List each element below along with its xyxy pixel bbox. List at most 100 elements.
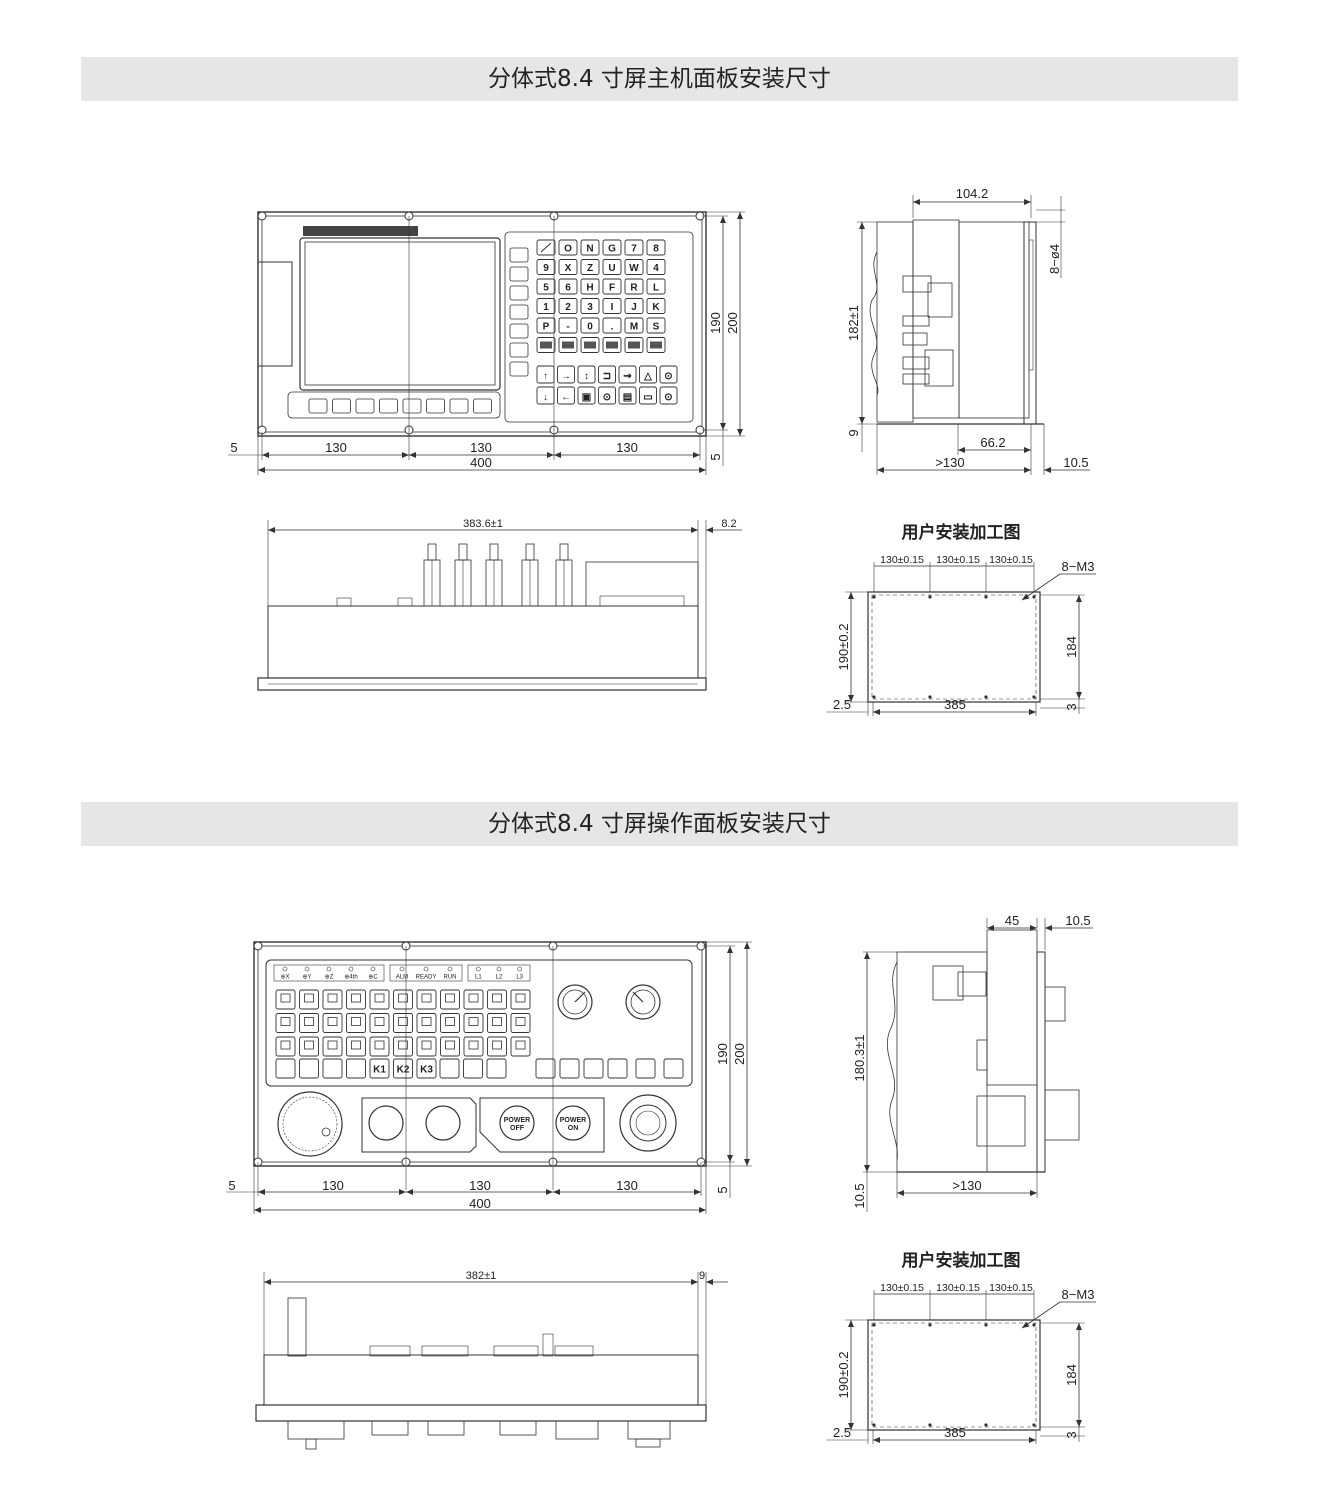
soft-key[interactable] [473, 398, 492, 414]
operation-key[interactable] [416, 1013, 437, 1033]
function-key[interactable] [577, 386, 596, 405]
keypad-key[interactable] [646, 317, 666, 334]
side-soft-key[interactable] [509, 342, 529, 358]
operation-key[interactable] [663, 1058, 684, 1079]
function-key[interactable] [618, 386, 637, 405]
operation-key[interactable] [393, 1013, 413, 1033]
keypad-key[interactable] [602, 317, 622, 334]
soft-key[interactable] [308, 398, 328, 414]
operation-key[interactable] [346, 1036, 366, 1057]
side-soft-key[interactable] [509, 361, 529, 377]
operation-key[interactable] [463, 1058, 483, 1079]
operation-key[interactable] [635, 1058, 656, 1079]
operation-key[interactable] [416, 1036, 437, 1057]
side-soft-key[interactable] [509, 304, 529, 320]
operation-key[interactable] [299, 989, 319, 1010]
operation-key[interactable] [275, 1013, 296, 1033]
operation-key[interactable] [322, 1013, 343, 1033]
function-key[interactable] [659, 365, 678, 384]
keypad-key[interactable] [646, 298, 666, 314]
keypad-key[interactable] [646, 278, 666, 295]
function-key[interactable] [577, 365, 596, 384]
operation-key[interactable] [275, 989, 296, 1010]
keypad-key[interactable] [536, 259, 556, 275]
operation-key[interactable] [346, 989, 366, 1010]
keypad-key[interactable] [646, 239, 666, 256]
keypad-key[interactable] [536, 298, 556, 314]
feed-hold-button[interactable] [425, 1105, 461, 1141]
operation-key[interactable] [559, 1058, 580, 1079]
function-key[interactable] [639, 365, 657, 384]
side-soft-key[interactable] [509, 266, 529, 282]
operation-key[interactable] [486, 1058, 507, 1079]
operation-key[interactable] [535, 1058, 556, 1079]
keypad-key[interactable] [624, 239, 644, 256]
function-key[interactable] [618, 365, 637, 384]
k-button[interactable] [393, 1058, 413, 1079]
k-button[interactable] [369, 1058, 390, 1079]
soft-key[interactable] [449, 398, 469, 414]
operation-key[interactable] [369, 989, 390, 1010]
operation-key[interactable] [369, 1013, 390, 1033]
operation-key[interactable] [487, 989, 507, 1010]
operation-key[interactable] [299, 1013, 319, 1033]
keypad-key[interactable] [602, 298, 622, 314]
function-key[interactable] [659, 386, 678, 405]
operation-key[interactable] [487, 1036, 507, 1057]
keypad-key[interactable] [624, 317, 644, 334]
keypad-key[interactable] [536, 337, 556, 353]
operation-key[interactable] [439, 1058, 460, 1079]
operation-key[interactable] [463, 989, 484, 1010]
keypad-key[interactable] [602, 278, 622, 295]
operation-key[interactable] [510, 1013, 531, 1033]
operation-key[interactable] [440, 989, 460, 1010]
side-soft-key[interactable] [509, 323, 529, 339]
operation-key[interactable] [275, 1036, 296, 1057]
keypad-key[interactable] [536, 278, 556, 295]
keypad-key[interactable] [580, 239, 600, 256]
operation-key[interactable] [299, 1036, 319, 1057]
operation-key[interactable] [487, 1013, 507, 1033]
keypad-key[interactable] [646, 337, 666, 353]
function-key[interactable] [557, 386, 575, 405]
operation-key[interactable] [322, 1036, 343, 1057]
keypad-key[interactable] [602, 239, 622, 256]
operation-key[interactable] [510, 1036, 531, 1057]
operation-key[interactable] [583, 1058, 604, 1079]
keypad-key[interactable] [580, 278, 600, 295]
keypad-key[interactable] [558, 337, 578, 353]
power-off-button[interactable]: POWER OFF [499, 1105, 535, 1141]
operation-key[interactable] [346, 1058, 366, 1079]
keypad-key[interactable] [580, 317, 600, 334]
side-soft-key[interactable] [509, 247, 529, 263]
function-key[interactable] [557, 365, 575, 384]
operation-key[interactable] [393, 989, 413, 1010]
keypad-key[interactable] [602, 337, 622, 353]
operation-key[interactable] [510, 989, 531, 1010]
operation-key[interactable] [416, 989, 437, 1010]
operation-key[interactable] [299, 1058, 319, 1079]
operation-key[interactable] [440, 1036, 460, 1057]
soft-key[interactable] [426, 398, 445, 414]
operation-key[interactable] [607, 1058, 628, 1079]
spindle-override-dial[interactable] [625, 984, 661, 1020]
keypad-key[interactable] [580, 259, 600, 275]
feed-override-dial[interactable] [557, 984, 593, 1020]
soft-key[interactable] [332, 398, 351, 414]
function-key[interactable] [639, 386, 657, 405]
keypad-key[interactable] [580, 337, 600, 353]
function-key[interactable] [598, 386, 616, 405]
side-soft-key[interactable] [509, 285, 529, 301]
operation-key[interactable] [275, 1058, 296, 1079]
keypad-key[interactable] [646, 259, 666, 275]
handwheel[interactable] [277, 1091, 343, 1157]
keypad-key[interactable] [558, 317, 578, 334]
soft-key[interactable] [379, 398, 398, 414]
keypad-key[interactable] [558, 259, 578, 275]
keypad-key[interactable] [558, 278, 578, 295]
keypad-key[interactable] [624, 278, 644, 295]
keypad-key[interactable] [624, 259, 644, 275]
keypad-key[interactable] [558, 298, 578, 314]
operation-key[interactable] [346, 1013, 366, 1033]
cycle-start-button[interactable] [368, 1105, 404, 1141]
